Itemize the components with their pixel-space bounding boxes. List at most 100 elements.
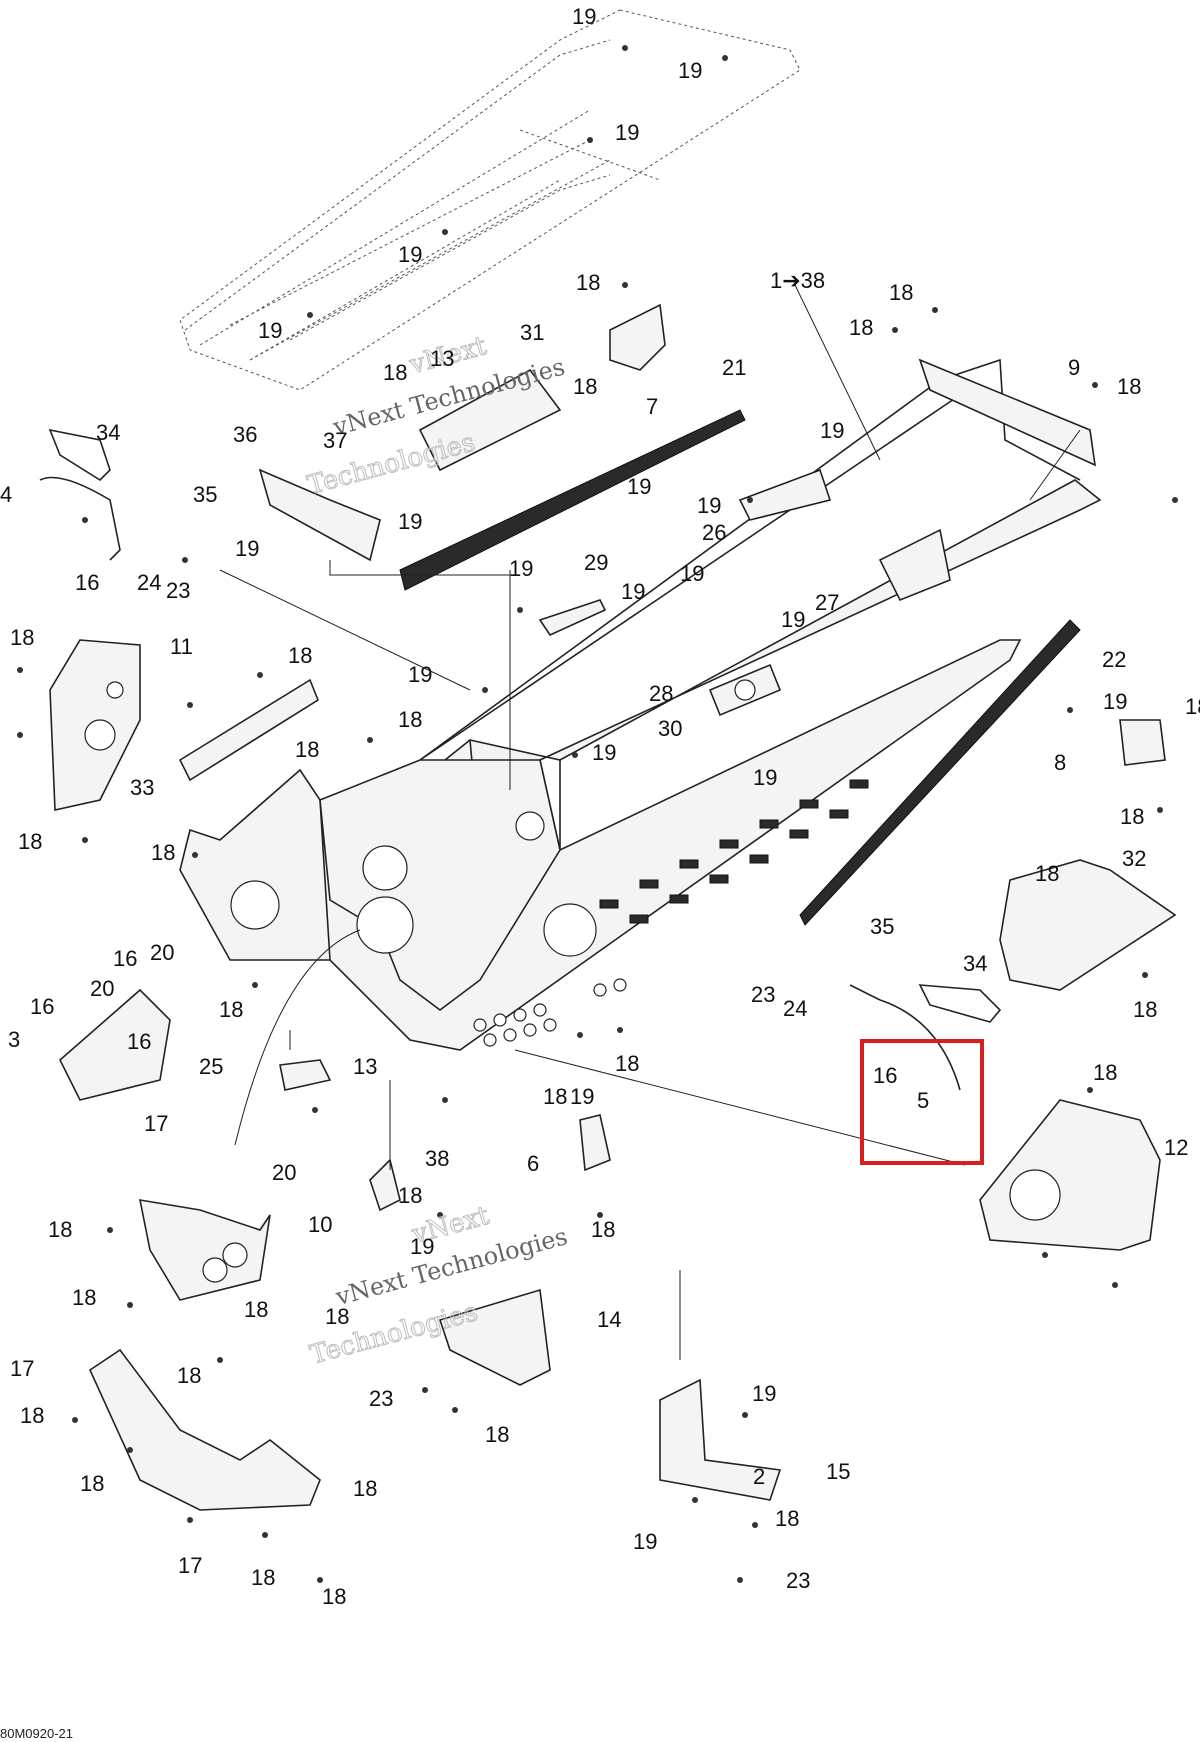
- bracket-8: [1119, 719, 1166, 766]
- callout-29: 29: [584, 550, 608, 575]
- callout-7: 7: [646, 394, 658, 419]
- highlight-box-part-5: [860, 1039, 984, 1165]
- rail-strip-22: [799, 619, 1081, 926]
- cross-member-9: [918, 358, 1096, 467]
- handle-34-left: [48, 428, 111, 482]
- callout-19: 19: [410, 1234, 434, 1259]
- callout-19: 19: [1103, 689, 1127, 714]
- bracket-32: [999, 859, 1177, 991]
- callout-18: 18: [151, 840, 175, 865]
- callout-18: 18: [591, 1217, 615, 1242]
- callout-32: 32: [1122, 846, 1146, 871]
- callout-17: 17: [178, 1553, 202, 1578]
- callout-30: 30: [658, 716, 682, 741]
- callout-18: 18: [80, 1471, 104, 1496]
- bracket-13: [279, 1059, 332, 1091]
- bracket-7: [609, 303, 666, 371]
- callout-36: 36: [233, 422, 257, 447]
- callout-5: 5: [917, 1088, 929, 1113]
- rail-strip-21: [399, 409, 746, 591]
- callout-18: 18: [615, 1051, 639, 1076]
- callout-17: 17: [144, 1111, 168, 1136]
- bracket-27: [878, 528, 951, 602]
- callout-13: 13: [353, 1054, 377, 1079]
- callout-23: 23: [369, 1386, 393, 1411]
- callout-23: 23: [751, 982, 775, 1007]
- bracket-38: [369, 1158, 401, 1212]
- bracket-6: [579, 1114, 611, 1172]
- callout-19: 19: [615, 120, 639, 145]
- callout-10: 10: [308, 1212, 332, 1237]
- bracket-30: [708, 663, 782, 717]
- callout-13: 13: [430, 346, 454, 371]
- arrow-range-label: 1➔38: [770, 268, 825, 293]
- bracket-36: [258, 468, 381, 562]
- callout-18: 18: [295, 737, 319, 762]
- bracket-2: [88, 1348, 321, 1511]
- callout-18: 18: [398, 1183, 422, 1208]
- leader-lines: [219, 284, 1081, 1360]
- callout-37: 37: [323, 428, 347, 453]
- callout-16: 16: [873, 1063, 897, 1088]
- callout-18: 18: [543, 1084, 567, 1109]
- callout-35: 35: [870, 914, 894, 939]
- callout-19: 19: [781, 607, 805, 632]
- callout-19: 19: [627, 474, 651, 499]
- callout-18: 18: [576, 270, 600, 295]
- callout-18: 18: [251, 1565, 275, 1590]
- callout-6: 6: [527, 1151, 539, 1176]
- callout-19: 19: [235, 536, 259, 561]
- callout-16: 16: [113, 946, 137, 971]
- tunnel-cover-panel: [179, 9, 801, 391]
- callout-19: 19: [621, 579, 645, 604]
- handle-4: [39, 476, 121, 561]
- callout-19: 19: [633, 1529, 657, 1554]
- callout-38: 38: [425, 1146, 449, 1171]
- plate-12: [979, 1099, 1161, 1251]
- callout-19: 19: [398, 242, 422, 267]
- callout-19: 19: [820, 418, 844, 443]
- callout-18: 18: [1035, 861, 1059, 886]
- callout-18: 18: [20, 1403, 44, 1428]
- callout-18: 18: [573, 374, 597, 399]
- callout-22: 22: [1102, 647, 1126, 672]
- callout-18: 18: [849, 315, 873, 340]
- callout-18: 18: [353, 1476, 377, 1501]
- callout-16: 16: [127, 1029, 151, 1054]
- callout-18: 18: [1120, 804, 1144, 829]
- callout-12: 12: [1164, 1135, 1188, 1160]
- callout-18: 18: [325, 1304, 349, 1329]
- callout-25: 25: [199, 1054, 223, 1079]
- callout-24: 24: [783, 996, 807, 1021]
- callout-21: 21: [722, 355, 746, 380]
- callout-8: 8: [1054, 750, 1066, 775]
- callout-27: 27: [815, 590, 839, 615]
- callout-19: 19: [570, 1084, 594, 1109]
- callout-16: 16: [75, 570, 99, 595]
- callout-19: 19: [592, 740, 616, 765]
- callout-18: 18: [1185, 694, 1200, 719]
- callout-19: 19: [678, 58, 702, 83]
- callout-18: 18: [219, 997, 243, 1022]
- callout-20: 20: [150, 940, 174, 965]
- callout-19: 19: [258, 318, 282, 343]
- callout-19: 19: [753, 765, 777, 790]
- callout-18: 18: [48, 1217, 72, 1242]
- callout-18: 18: [398, 707, 422, 732]
- tunnel-front-holes: [473, 978, 627, 1047]
- callout-35: 35: [193, 482, 217, 507]
- bracket-3: [59, 988, 171, 1101]
- callout-18: 18: [18, 829, 42, 854]
- callout-20: 20: [272, 1160, 296, 1185]
- callout-19: 19: [572, 4, 596, 29]
- callout-18: 18: [383, 360, 407, 385]
- callout-28: 28: [649, 681, 673, 706]
- callout-20: 20: [90, 976, 114, 1001]
- callout-18: 18: [10, 625, 34, 650]
- callout-14: 14: [597, 1307, 621, 1332]
- callout-19: 19: [752, 1381, 776, 1406]
- callout-18: 18: [1133, 997, 1157, 1022]
- callout-17: 17: [10, 1356, 34, 1381]
